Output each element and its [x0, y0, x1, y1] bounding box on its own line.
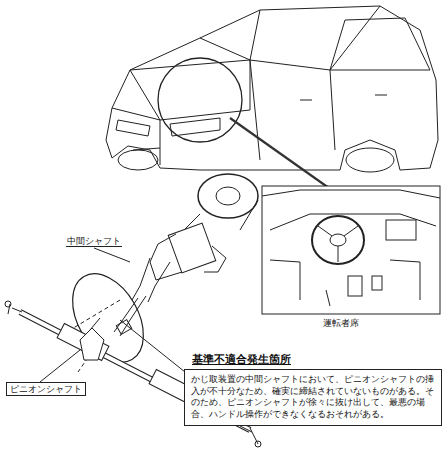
- callout-heading: 基準不適合発生箇所: [190, 352, 293, 367]
- leader: [94, 248, 130, 262]
- leader: [40, 350, 80, 382]
- steering-column: [114, 174, 258, 336]
- dashboard-view: [262, 186, 440, 314]
- part-label: ピニオンシャフト: [6, 382, 86, 396]
- part-label: 中間シャフト: [66, 236, 122, 247]
- callout-box: 基準不適合発生箇所かじ取装置の中間シャフトにおいて、ピニオンシャフトの挿入が不十…: [184, 352, 442, 426]
- part-label: 運転者席: [322, 318, 360, 328]
- callout-text: かじ取装置の中間シャフトにおいて、ピニオンシャフトの挿入が不十分なため、確実に締…: [184, 369, 442, 426]
